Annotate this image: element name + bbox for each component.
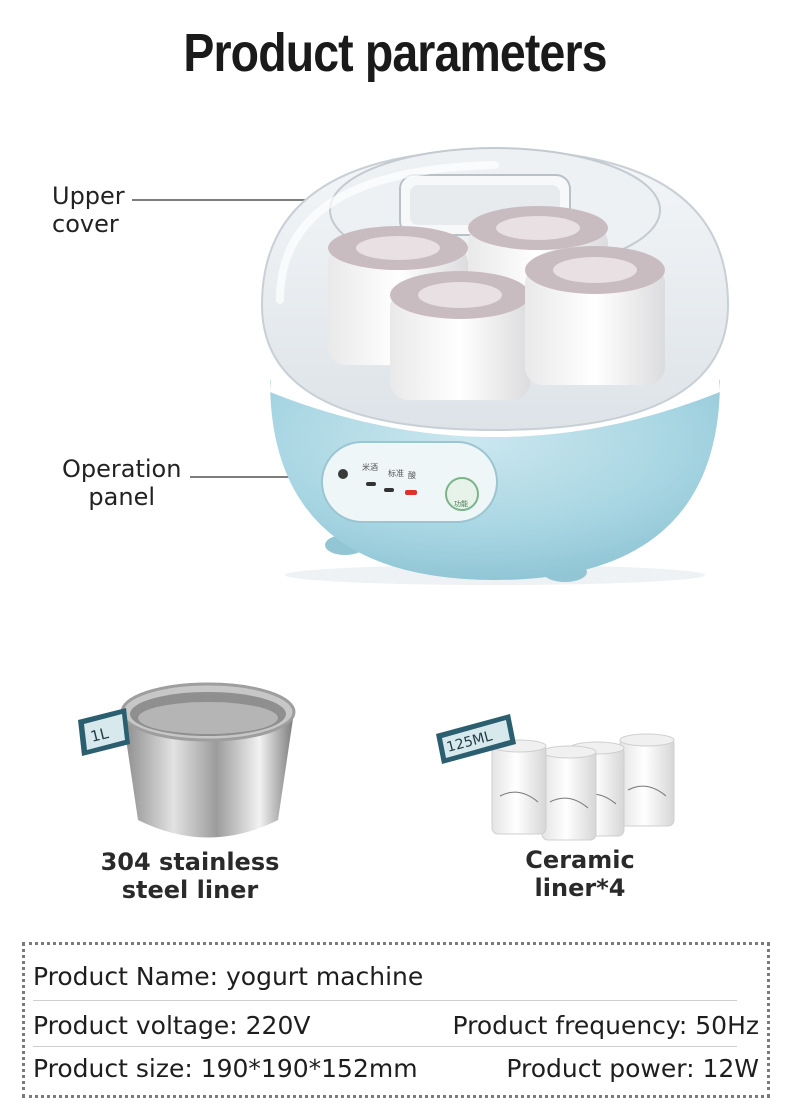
ceramic-cup-front-left [390,271,530,400]
leader-line-upper-cover [132,199,368,201]
indicator-label-3: 酸 [408,470,416,480]
spec-box: Product Name: yogurt machine Product vol… [22,942,770,1098]
liner-caption: 304 stainless steel liner [60,848,320,904]
operation-panel: 米酒 标准 酸 功能 [321,441,498,523]
stainless-liner-illustration: 1L [78,682,296,838]
callout-upper-cover: Upper cover [52,182,125,238]
spec-product-name: Product Name: yogurt machine [33,962,424,991]
yogurt-machine-illustration: 米酒 标准 酸 功能 [260,147,730,585]
spec-divider [33,1046,737,1047]
spec-size: Product size: 190*190*152mm [33,1054,418,1083]
liner-caption-line1: 304 stainless [100,848,280,876]
liner-volume-tag: 1L [78,708,130,756]
callout-operation-panel-line1: Operation [62,455,182,483]
page-title: Product parameters [183,23,607,83]
liner-caption-line2: steel liner [121,876,259,904]
spec-frequency: Product frequency: 50Hz [452,1011,759,1040]
ceramic-cup-3 [541,745,597,841]
cups-caption-line1: Ceramic [525,846,635,874]
cups-volume-tag: 125ML [436,714,516,764]
indicator-label-2: 标准 [388,468,404,478]
callout-upper-cover-line1: Upper [52,182,125,210]
leader-line-operation-panel [190,476,334,478]
function-button[interactable] [445,477,479,511]
callout-operation-panel-line2: panel [88,483,156,511]
liner-volume-text: 1L [89,724,111,746]
spec-row-name: Product Name: yogurt machine [33,955,759,999]
cups-caption: Ceramic liner*4 [450,846,710,902]
ceramic-cup-4 [491,739,547,835]
ceramic-cup-front-right [525,246,665,385]
cups-caption-line2: liner*4 [534,874,626,902]
indicator-label-1: 米酒 [362,462,378,472]
callout-upper-cover-line2: cover [52,210,119,238]
spec-voltage: Product voltage: 220V [33,1011,311,1040]
function-button-label: 功能 [454,499,468,508]
spec-row-electrical: Product voltage: 220V Product frequency:… [33,1004,759,1048]
ceramic-cup-1 [619,733,675,827]
spec-row-size-power: Product size: 190*190*152mm Product powe… [33,1047,759,1091]
callout-operation-panel: Operation panel [62,455,181,511]
spec-divider [33,1000,737,1001]
spec-power: Product power: 12W [506,1054,759,1083]
ceramic-cups-illustration: 125ML [436,714,675,841]
